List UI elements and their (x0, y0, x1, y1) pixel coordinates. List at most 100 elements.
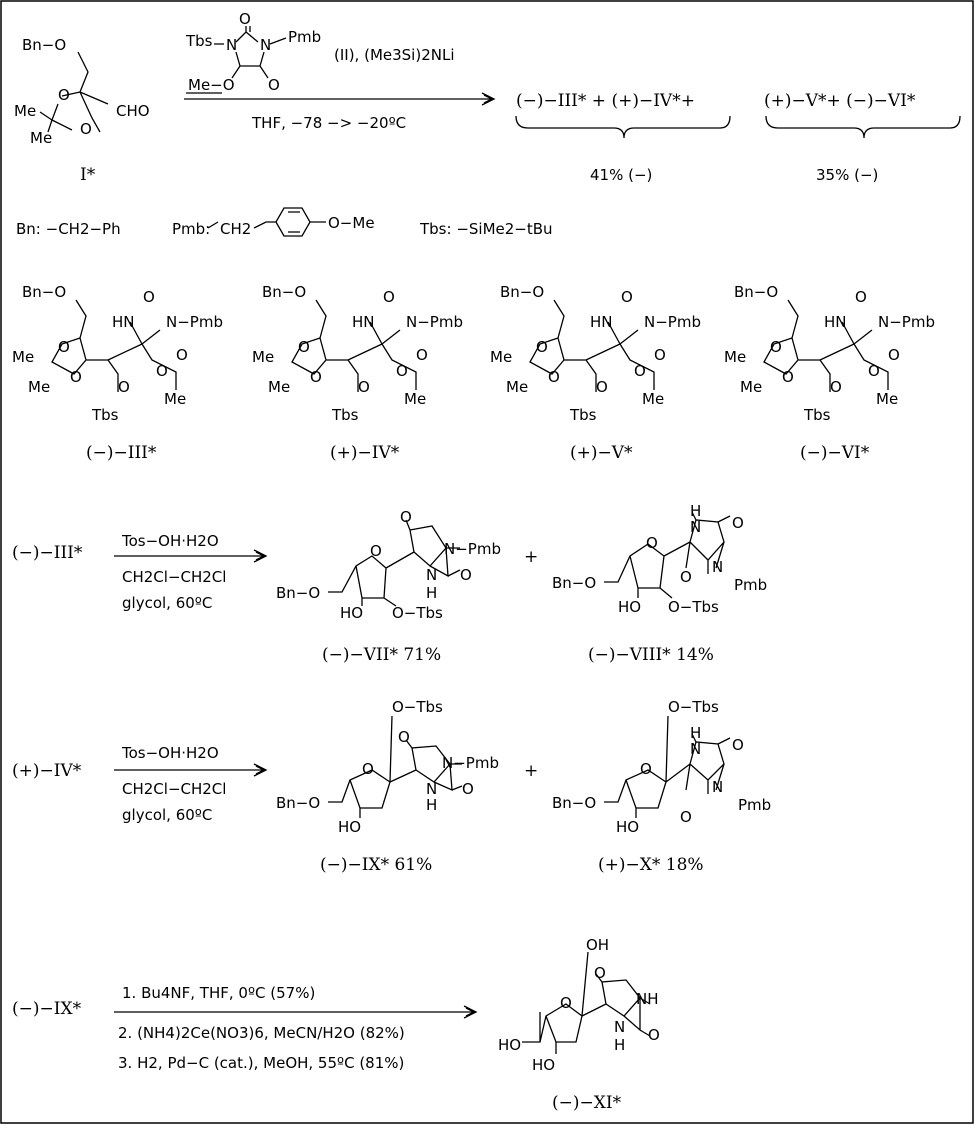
spiro-ring-oxygen: O (646, 534, 658, 552)
compound-I-label: I* (80, 165, 96, 185)
spiro-hydroxyl: HO (338, 818, 361, 836)
pmb-label: Pmb (288, 28, 321, 46)
spiro-o-tbs: O−Tbs (392, 698, 443, 716)
spiro-pmb: Pmb (738, 796, 771, 814)
compound-VIII-label: (−)−VIII* 14% (588, 645, 714, 665)
methoxy-label: Me−O (188, 76, 235, 94)
yield-group-b: 35% (−) (816, 166, 878, 184)
nitrogen-1: N (226, 36, 237, 54)
adduct-oxygen-6: O (396, 362, 408, 380)
adduct-oxygen-2: O (70, 368, 82, 386)
product-VIII: Bn−O O HO O−Tbs H N O N Pmb O (−)−VIII* … (552, 502, 767, 665)
product-VII: Bn−O O HO O−Tbs O N−Pmb N H O (−)−VII* 7… (276, 508, 501, 665)
spiro-hydrogen: H (690, 502, 701, 520)
adduct-VI: Bn−O O O Me Me HN N−Pmb O O O O Tbs Me (… (724, 283, 935, 463)
adduct-oxygen-4: O (416, 346, 428, 364)
spiro-hydroxyl: HO (618, 598, 641, 616)
adduct-oxygen-2: O (548, 368, 560, 386)
dioxolane-oxygen-2: O (80, 120, 92, 138)
xi-hydrogen: H (614, 1036, 625, 1054)
reaction-2-plus: + (524, 547, 538, 567)
xi-hydroxyl-top: OH (586, 936, 609, 954)
spiro-carbonyl-oxygen-1: O (398, 728, 410, 746)
spiro-hydroxyl: HO (616, 818, 639, 836)
carbonyl-oxygen-bottom: O (268, 76, 280, 94)
spiro-n-pmb: N−Pmb (444, 540, 501, 558)
adduct-IV: Bn−O O O Me Me HN N−Pmb O O O O Tbs Me (… (252, 283, 463, 463)
spiro-benzyloxy: Bn−O (552, 574, 596, 592)
reaction-3-plus: + (524, 761, 538, 781)
adduct-n-pmb: N−Pmb (406, 313, 463, 331)
spiro-nitrogen: N (426, 566, 437, 584)
adduct-oxygen-5: O (358, 378, 370, 396)
pmb-definition-prefix: Pmb: (172, 220, 210, 238)
spiro-o-tbs: O−Tbs (668, 698, 719, 716)
adduct-benzyloxy: Bn−O (734, 283, 778, 301)
compound-IX-label: (−)−IX* 61% (320, 855, 432, 875)
spiro-benzyloxy: Bn−O (276, 794, 320, 812)
adduct-oxygen-2: O (310, 368, 322, 386)
reaction-2: (−)−III* Tos−OH·H2O CH2Cl−CH2Cl glycol, … (12, 502, 767, 665)
reaction-2-start: (−)−III* (12, 543, 83, 563)
product-XI: OH O HO HO O NH N H O (−)−XI* (498, 936, 660, 1113)
reaction-2-reagent-3: glycol, 60ºC (122, 594, 212, 612)
adduct-oxygen-4: O (654, 346, 666, 364)
adduct-oxygen-5: O (830, 378, 842, 396)
adduct-methyl-1: Me (12, 348, 34, 366)
spiro-carbonyl-oxygen-2: O (462, 780, 474, 798)
adduct-oxygen-2: O (782, 368, 794, 386)
spiro-nitrogen-2: N (712, 558, 723, 576)
xi-hydroxyl-left: HO (498, 1036, 521, 1054)
spiro-nitrogen: N (690, 740, 701, 758)
adduct-n-pmb: N−Pmb (644, 313, 701, 331)
spiro-benzyloxy: Bn−O (552, 794, 596, 812)
methyl-label-1: Me (14, 102, 36, 120)
adduct-oxygen-3: O (383, 288, 395, 306)
reaction-2-reagent-2: CH2Cl−CH2Cl (122, 568, 226, 586)
adduct-hn: HN (590, 313, 613, 331)
adduct-oxygen-6: O (634, 362, 646, 380)
reaction-1-conditions: THF, −78 −> −20ºC (251, 114, 406, 132)
adduct-oxygen-4: O (176, 346, 188, 364)
adduct-tbs: Tbs (91, 406, 119, 424)
adduct-methyl-3: Me (164, 390, 186, 408)
adduct-tbs: Tbs (331, 406, 359, 424)
compound-VI-label: (−)−VI* (800, 443, 870, 463)
compound-X-label: (+)−X* 18% (598, 855, 704, 875)
spiro-carbonyl-oxygen-1: O (732, 514, 744, 532)
adduct-oxygen-6: O (156, 362, 168, 380)
adduct-methyl-1: Me (724, 348, 746, 366)
xi-ring-oxygen: O (560, 994, 572, 1012)
products-group-b: (+)−V*+ (−)−VI* (764, 91, 916, 111)
adduct-methyl-2: Me (740, 378, 762, 396)
adduct-methyl-2: Me (268, 378, 290, 396)
spiro-nitrogen-2: N (712, 778, 723, 796)
compound-V-label: (+)−V* (570, 443, 633, 463)
spiro-ring-oxygen: O (370, 542, 382, 560)
adduct-oxygen-5: O (118, 378, 130, 396)
spiro-hydroxyl: HO (340, 604, 363, 622)
xi-carbonyl-oxygen-2: O (648, 1026, 660, 1044)
methyl-label-2: Me (30, 129, 52, 147)
carbonyl-oxygen-top: O (239, 10, 251, 28)
adduct-oxygen-1: O (770, 338, 782, 356)
adduct-III: Bn−O O O Me Me HN N−Pmb O O O O Tbs Me (… (12, 283, 223, 463)
adduct-methyl-1: Me (490, 348, 512, 366)
spiro-nitrogen: N (690, 518, 701, 536)
reaction-4-step-1: 1. Bu4NF, THF, 0ºC (57%) (122, 984, 315, 1002)
spiro-carbonyl-oxygen-1: O (732, 736, 744, 754)
spiro-pmb: Pmb (734, 576, 767, 594)
adduct-methyl-3: Me (404, 390, 426, 408)
reagent-II: Tbs N N O O Pmb Me−O (185, 10, 321, 94)
pmb-methoxy: O−Me (328, 214, 375, 232)
adduct-hn: HN (824, 313, 847, 331)
spiro-carbonyl-oxygen-2: O (680, 808, 692, 826)
adduct-oxygen-3: O (855, 288, 867, 306)
adduct-oxygen-1: O (58, 338, 70, 356)
adduct-tbs: Tbs (569, 406, 597, 424)
compound-XI-label: (−)−XI* (552, 1093, 622, 1113)
compound-I: Bn−O O O Me Me CHO I* (14, 36, 150, 185)
tbs-definition: Tbs: −SiMe2−tBu (419, 220, 553, 238)
